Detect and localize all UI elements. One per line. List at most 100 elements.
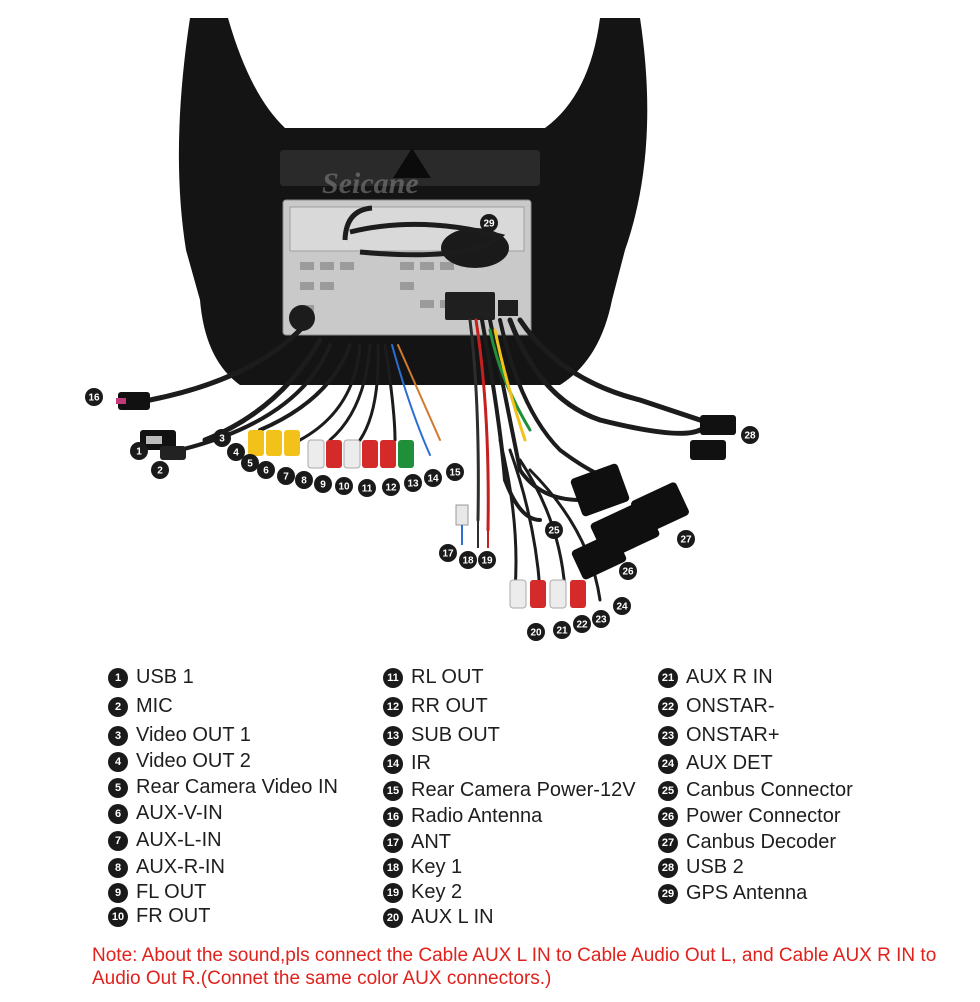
callout-circle xyxy=(424,469,442,487)
legend-label: USB 2 xyxy=(686,856,744,878)
legend-label: ONSTAR- xyxy=(686,695,775,717)
callout-number: 21 xyxy=(556,626,568,637)
legend-label: FR OUT xyxy=(136,905,211,927)
callout-number: 5 xyxy=(247,459,253,470)
callout-25: 25 xyxy=(545,521,563,539)
usb1-port xyxy=(146,436,162,444)
callout-28: 28 xyxy=(741,426,759,444)
gps-cable-coil xyxy=(349,221,506,258)
radio-antenna-tip xyxy=(116,398,126,404)
callout-circle xyxy=(527,623,545,641)
legend-item: 22 ONSTAR- xyxy=(658,695,775,718)
callout-number: 3 xyxy=(219,434,225,445)
legend-number-badge: 15 xyxy=(383,780,403,801)
callout-7: 7 xyxy=(277,467,295,485)
legend-number-badge: 10 xyxy=(108,906,128,927)
cables xyxy=(147,317,718,602)
mic-plug xyxy=(160,446,186,460)
legend-number-badge: 19 xyxy=(383,882,403,903)
legend-number-badge: 25 xyxy=(658,780,678,801)
callout-6: 6 xyxy=(257,461,275,479)
watermark-text: Seicane xyxy=(322,167,419,200)
callout-12: 12 xyxy=(382,478,400,496)
wire-tips xyxy=(455,504,489,548)
legend-number-badge: 24 xyxy=(658,753,678,774)
callout-circle xyxy=(358,479,376,497)
legend-number-badge: 13 xyxy=(383,725,403,746)
chassis-port-block xyxy=(445,292,495,320)
callout-circle xyxy=(478,551,496,569)
callout-number: 12 xyxy=(385,483,397,494)
legend-label: RR OUT xyxy=(411,695,488,717)
legend-number-badge: 9 xyxy=(108,882,128,903)
legend-label: SUB OUT xyxy=(411,724,500,746)
callout-number: 9 xyxy=(320,480,326,491)
rca-connectors-group-a xyxy=(248,430,414,469)
legend-number-badge: 18 xyxy=(383,857,403,878)
callout-14: 14 xyxy=(424,469,442,487)
callout-number: 19 xyxy=(481,556,493,567)
callout-26: 26 xyxy=(619,562,637,580)
wiring-diagram: Seicane xyxy=(85,18,759,641)
callout-9: 9 xyxy=(314,475,332,493)
legend-label: USB 1 xyxy=(136,666,194,688)
legend-number-badge: 28 xyxy=(658,857,678,878)
callout-circle xyxy=(613,597,631,615)
canbus-power-connectors xyxy=(570,463,689,580)
legend-number-badge: 7 xyxy=(108,830,128,851)
legend-number-badge: 22 xyxy=(658,696,678,717)
legend-number-badge: 21 xyxy=(658,667,678,688)
callout-16: 16 xyxy=(85,388,103,406)
callout-17: 17 xyxy=(439,544,457,562)
chassis-knob xyxy=(289,305,315,331)
callout-27: 27 xyxy=(677,530,695,548)
callout-22: 22 xyxy=(573,615,591,633)
callout-circle xyxy=(619,562,637,580)
callout-number: 7 xyxy=(283,472,289,483)
head-unit-illustration: Seicane xyxy=(85,18,759,641)
legend-label: RL OUT xyxy=(411,666,484,688)
callout-23: 23 xyxy=(592,610,610,628)
legend-label: GPS Antenna xyxy=(686,882,808,904)
legend-item: 13 SUB OUT xyxy=(383,724,500,747)
legend-item: 2 MIC xyxy=(108,695,173,718)
callout-20: 20 xyxy=(527,623,545,641)
callout-number: 16 xyxy=(88,393,100,404)
callout-circle xyxy=(573,615,591,633)
callout-8: 8 xyxy=(295,471,313,489)
callout-number: 15 xyxy=(449,468,461,479)
callout-number: 28 xyxy=(744,431,756,442)
callout-18: 18 xyxy=(459,551,477,569)
callout-circle xyxy=(151,461,169,479)
callout-circle xyxy=(459,551,477,569)
callout-3: 3 xyxy=(213,429,231,447)
legend-label: MIC xyxy=(136,695,173,717)
callout-19: 19 xyxy=(478,551,496,569)
callout-number: 17 xyxy=(442,549,454,560)
callout-circle xyxy=(314,475,332,493)
callout-circle xyxy=(335,477,353,495)
legend-number-badge: 1 xyxy=(108,667,128,688)
callout-11: 11 xyxy=(358,479,376,497)
callout-circle xyxy=(382,478,400,496)
callout-circle xyxy=(677,530,695,548)
legend-label: AUX DET xyxy=(686,752,773,774)
legend-number-badge: 2 xyxy=(108,696,128,717)
legend-label: Key 2 xyxy=(411,881,463,903)
usb2-connector-a xyxy=(700,415,736,435)
legend-label: ANT xyxy=(411,831,451,853)
callout-1: 1 xyxy=(130,442,148,460)
legend-number-badge: 29 xyxy=(658,883,678,904)
